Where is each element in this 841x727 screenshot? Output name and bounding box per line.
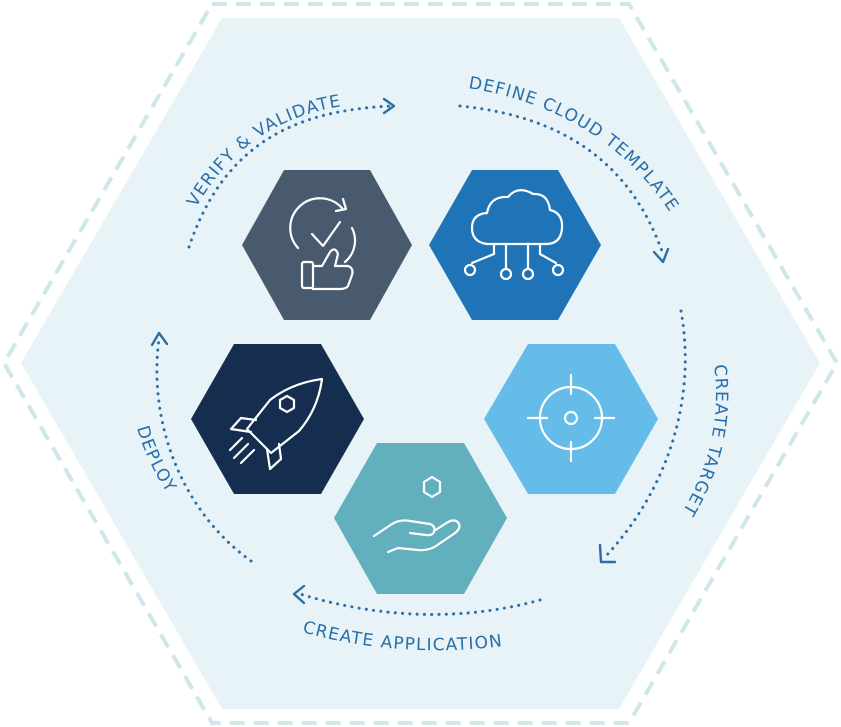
cycle-arrow-target-to-application <box>598 309 687 564</box>
cloud-network-icon <box>463 189 565 281</box>
step-hexagon-define-cloud-template <box>429 170 601 320</box>
cycle-arrow-verify-to-define <box>187 97 396 249</box>
cycle-arrow-deploy-to-verify <box>150 331 253 563</box>
cycle-arrow-application-to-deploy <box>292 584 542 616</box>
step-hexagon-create-target <box>484 344 658 494</box>
rocket-icon <box>228 377 324 471</box>
step-hexagon-deploy <box>191 344 364 494</box>
step-hexagon-verify-validate <box>242 170 412 320</box>
background-hexagon <box>21 18 820 709</box>
step-hexagon-create-application <box>334 443 507 594</box>
hand-hexagon-icon <box>372 475 461 554</box>
cycle-arrow-define-to-target <box>458 104 670 264</box>
check-thumbs-up-icon <box>289 197 357 291</box>
target-crosshair-icon <box>526 373 616 463</box>
